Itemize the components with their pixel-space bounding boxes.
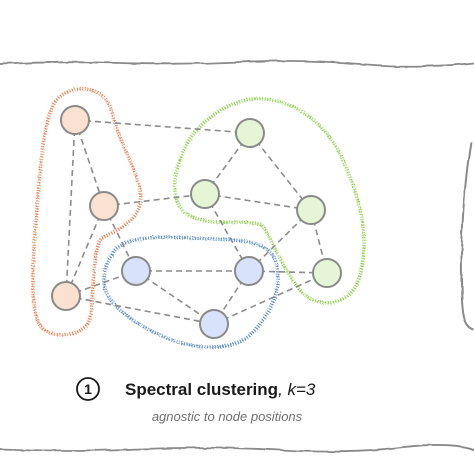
node-green-f: [296, 195, 326, 225]
node-green-d: [235, 118, 265, 148]
edge-h-j: [135, 270, 215, 325]
caption-subtitle: agnostic to node positions: [152, 409, 303, 424]
caption-title: Spectral clustering, k=3: [125, 380, 316, 399]
graph-edges: [65, 119, 328, 325]
cluster-hulls: [31, 87, 366, 349]
caption-method: Spectral clustering: [125, 380, 278, 399]
frame-right-left-arc: [460, 141, 474, 331]
edge-c-j: [65, 295, 215, 325]
graph-nodes: [51, 105, 342, 339]
caption: 1 Spectral clustering, k=3 agnostic to n…: [76, 377, 316, 424]
node-orange-a: [60, 105, 90, 135]
edge-b-c: [65, 205, 105, 297]
node-orange-c: [51, 281, 81, 311]
node-orange-b: [89, 191, 119, 221]
node-green-e: [190, 179, 220, 209]
edge-a-d: [74, 119, 251, 134]
node-blue-j: [199, 309, 229, 339]
edge-a-c: [65, 119, 76, 297]
node-blue-i: [234, 256, 264, 286]
step-number: 1: [84, 381, 92, 397]
cluster-hull-green: [173, 97, 366, 305]
frame-bottom-edge: [0, 444, 474, 453]
edge-j-g: [213, 272, 328, 325]
cluster-hull-blue: [102, 235, 280, 349]
edge-a-b: [74, 119, 105, 207]
caption-k: , k=3: [278, 380, 316, 399]
edge-d-f: [249, 132, 312, 211]
panel-frame: [0, 59, 474, 453]
step-number-badge: [76, 377, 100, 401]
edge-b-e: [103, 193, 206, 207]
node-blue-h: [121, 256, 151, 286]
edge-e-f: [204, 193, 312, 211]
node-green-g: [312, 258, 342, 288]
frame-top-edge: [0, 59, 474, 68]
